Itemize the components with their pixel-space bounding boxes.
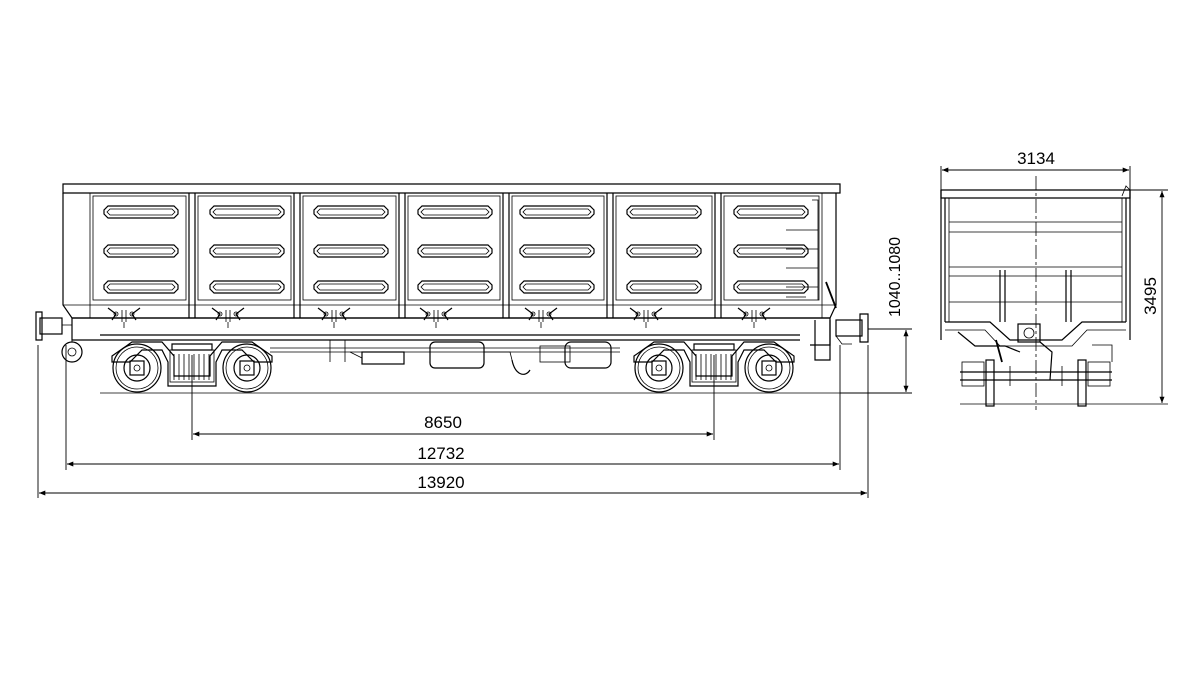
top-chord: [62, 183, 841, 194]
panel-stiffeners: [103, 205, 809, 294]
dim-height: 3495: [1141, 277, 1160, 315]
dim-overall-length: 13920: [417, 473, 464, 492]
side-view-dimensions: 8650 12732 13920 1040..1080: [37, 237, 912, 498]
end-ladder: [786, 199, 837, 309]
side-view: [35, 183, 869, 394]
coupler-right: [835, 313, 869, 345]
dim-coupler-axis-length: 12732: [417, 444, 464, 463]
end-view: [940, 176, 1168, 410]
dim-width: 3134: [1017, 149, 1055, 168]
side-panels: [92, 195, 820, 301]
dim-coupler-height: 1040..1080: [887, 237, 904, 317]
end-body: [940, 189, 1131, 199]
car-body: [62, 193, 837, 319]
coupler-left: [35, 311, 83, 363]
side-stanchions: [89, 193, 823, 318]
dim-bogie-centers: 8650: [424, 413, 462, 432]
end-view-dimensions: 3134 3495: [940, 149, 1168, 403]
